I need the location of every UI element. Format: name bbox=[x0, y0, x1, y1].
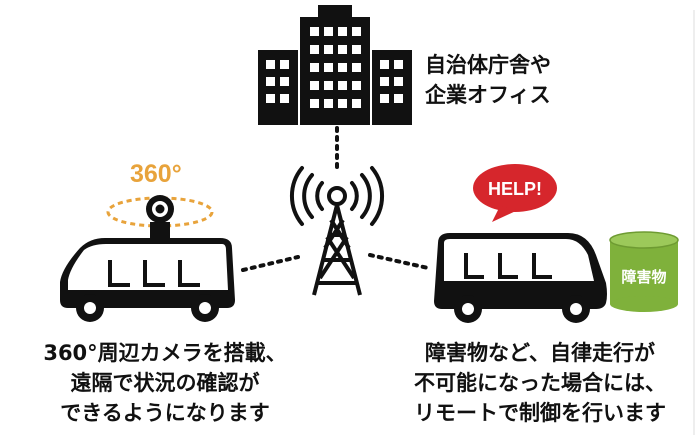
camera-360-label: 360° bbox=[130, 160, 182, 188]
right-vehicle-icon bbox=[434, 233, 607, 323]
help-bubble-icon: HELP! bbox=[473, 164, 557, 222]
building-label-line2: 企業オフィス bbox=[425, 83, 551, 107]
obstacle-label: 障害物 bbox=[621, 268, 666, 286]
link-tower-left-vehicle bbox=[241, 255, 300, 272]
left-caption-line2: 遠隔で状況の確認が bbox=[70, 371, 260, 395]
left-vehicle-icon bbox=[60, 195, 235, 322]
radio-tower-icon bbox=[290, 166, 384, 296]
link-tower-right-vehicle bbox=[368, 253, 430, 270]
help-text: HELP! bbox=[488, 179, 542, 199]
office-building-icon bbox=[258, 5, 412, 125]
right-caption-line1: 障害物など、自律走行が bbox=[425, 341, 655, 365]
left-caption-line3: できるようになります bbox=[60, 401, 270, 425]
right-caption-line2: 不可能になった場合には、 bbox=[414, 371, 666, 395]
building-label: 自治体庁舎や 企業オフィス bbox=[425, 50, 551, 110]
edge-divider bbox=[693, 10, 695, 435]
building-label-line1: 自治体庁舎や bbox=[425, 53, 551, 77]
obstacle-barrel-icon: 障害物 bbox=[609, 231, 679, 312]
left-caption: 360°周辺カメラを搭載、 遠隔で状況の確認が できるようになります bbox=[0, 338, 330, 428]
left-caption-line1: 360°周辺カメラを搭載、 bbox=[43, 341, 287, 365]
right-caption-line3: リモートで制御を行います bbox=[414, 401, 666, 425]
right-caption: 障害物など、自律走行が 不可能になった場合には、 リモートで制御を行います bbox=[380, 338, 700, 428]
